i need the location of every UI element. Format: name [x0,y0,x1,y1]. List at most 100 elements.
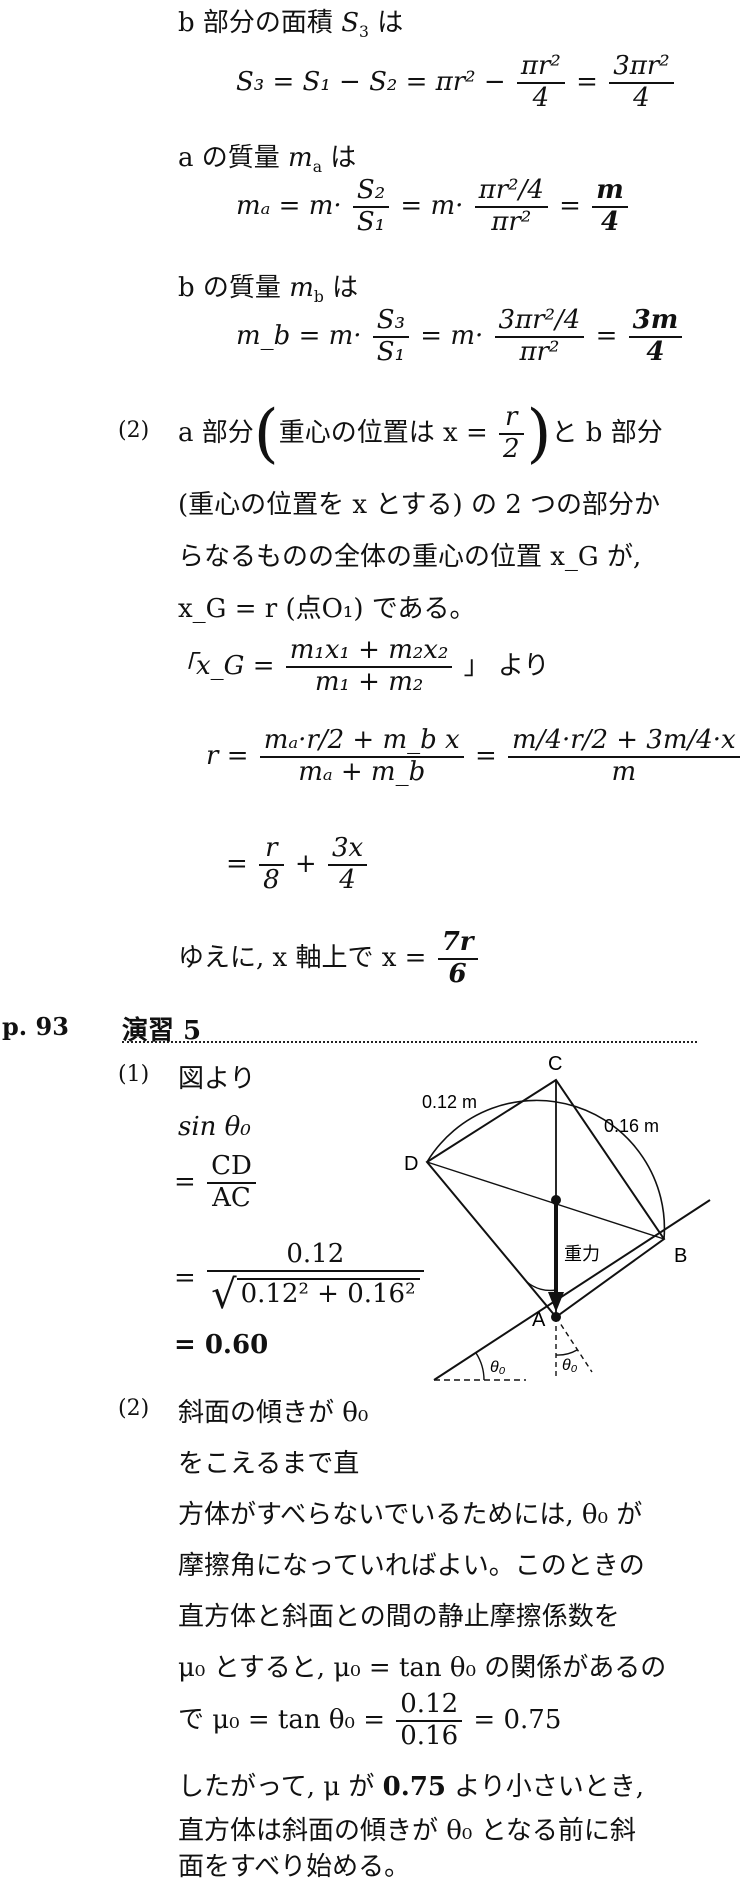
text: a 部分 [178,418,254,448]
s3-eq-lhs: S₃ = S₁ − S₂ = πr² − [236,66,506,97]
p2-line6: μ₀ とすると, μ₀ = tan θ₀ の関係があるの [178,1653,667,1683]
frac-num: m₁x₁ + m₂x₂ [285,635,453,668]
part2-line4: x_G = r (点O₁) である。 [178,594,476,624]
label-length-cb: 0.16 m [604,1116,659,1136]
frac-den: 8 [263,864,280,895]
frac-num: 3m [628,305,683,338]
frac-den: 4 [646,336,665,367]
angle-arc-normal [555,1349,578,1356]
frac-num: 3πr²/4 [494,305,585,338]
sqrt-content: 0.12² + 0.16² [236,1277,420,1310]
label-gravity: 重力 [564,1244,600,1264]
s3-symbol: S [341,8,359,38]
eq-lhs: mₐ = m· [236,190,342,221]
p1-sin: sin θ₀ [178,1112,251,1142]
frac-den: mₐ + m_b [298,756,426,787]
frac-num: m [592,175,628,208]
b-area-intro: b 部分の面積 S3 は [178,2,403,41]
label-a: A [532,1309,546,1331]
text: で μ₀ = tan θ₀ = [178,1704,385,1735]
label-length-dc: 0.12 m [422,1092,477,1112]
text: 「x_G = [170,650,275,681]
label-c: C [548,1053,562,1075]
angle-arc-base [475,1352,485,1381]
paren-open: ( [253,397,279,471]
text: したがって, μ が [178,1772,375,1802]
frac-den: 4 [600,206,620,237]
mb-sub: b [313,288,324,307]
text: より小さいとき, [454,1772,645,1802]
frac-den: 4 [532,82,550,113]
frac-num: πr²/4 [474,175,548,208]
p1-label: (1) [118,1062,150,1087]
equals: = [474,740,497,771]
frac-den: 4 [339,864,356,895]
text: と b 部分 [551,418,663,448]
equals: = [559,190,581,221]
label-b: B [674,1245,687,1267]
text: 重心の位置は x = [278,418,488,448]
p2-line1: 斜面の傾きが θ₀ [178,1398,369,1428]
text: b の質量 [178,273,281,303]
label-theta-base: θ₀ [490,1359,506,1376]
p2-line3: 方体がすべらないでいるためには, θ₀ が [178,1500,643,1530]
frac-den: 4 [633,82,650,113]
diagonal-db [426,1161,665,1240]
frac-num: S₂ [352,175,390,208]
frac-den: πr² [491,206,532,237]
angle-arc-a [526,1281,557,1292]
frac-den: AC [212,1182,251,1213]
eq-mid: = m· [400,190,464,221]
equals: = [595,320,618,351]
frac-den: 0.16 [400,1720,459,1751]
text: は [332,273,359,303]
p2-line5: 直方体と斜面との間の静止摩擦係数を [178,1602,620,1632]
fraction: 0.12√0.12² + 0.16² [207,1239,424,1318]
circle-arc [426,1099,666,1240]
text: は [330,143,357,173]
plus: + [294,848,317,879]
text: a の質量 [178,143,280,173]
equals: = [174,1262,196,1293]
frac-num: πr² [516,51,565,84]
frac-den: 6 [448,958,467,989]
frac-num: r [259,833,284,866]
frac-num: 0.12 [396,1689,463,1722]
incline-surface [433,1199,711,1381]
frac-num: CD [207,1151,256,1184]
normal-dash [555,1316,593,1373]
text: 」 より [463,650,550,681]
gravity-arrow-head [548,1292,564,1312]
eq-lhs: m_b = m· [236,320,362,351]
frac-den-sqrt: √0.12² + 0.16² [207,1272,423,1318]
mb-symbol: m [289,273,314,303]
frac-den: 2 [503,434,520,464]
b-mass-intro: b の質量 mb は [178,267,358,306]
divider [122,1041,697,1043]
frac-num: 0.12 [207,1239,424,1272]
frac-den: S₁ [376,336,406,367]
text: = 0.75 [473,1704,562,1735]
frac-den: S₁ [356,206,386,237]
page-number: p. 93 [2,1012,69,1041]
frac-num: m/4·r/2 + 3m/4·x [508,725,740,758]
